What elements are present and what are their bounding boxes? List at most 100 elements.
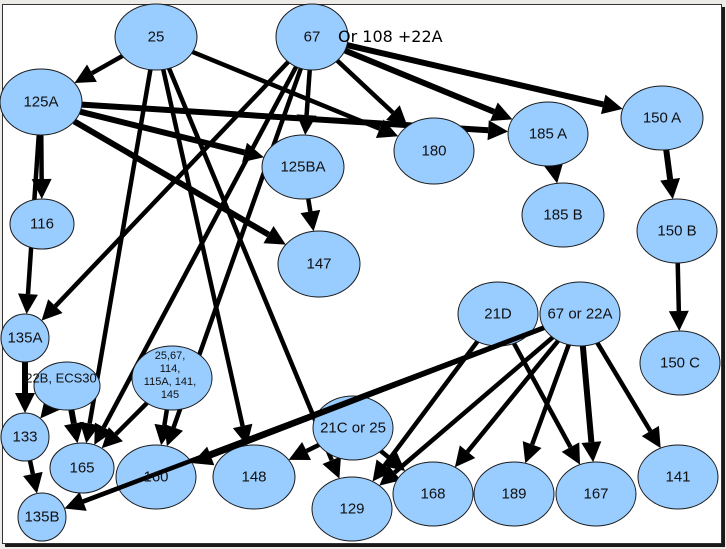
node-129[interactable] xyxy=(311,476,393,542)
edge-line xyxy=(379,449,392,461)
node-185b[interactable] xyxy=(521,182,605,248)
arrowhead-icon xyxy=(668,310,689,332)
node-135b[interactable] xyxy=(17,492,67,542)
edge-line xyxy=(393,335,555,475)
node-label: 25 xyxy=(148,29,165,46)
node-label: 116 xyxy=(30,216,54,233)
node-multi[interactable] xyxy=(131,345,213,411)
node-label: 67 or 22A xyxy=(547,306,612,323)
edge-line xyxy=(79,108,246,156)
node-label: 167 xyxy=(583,486,608,503)
node-25[interactable] xyxy=(114,3,198,71)
edge-line xyxy=(90,54,124,76)
node-167[interactable] xyxy=(555,461,637,527)
node-135a[interactable] xyxy=(0,313,50,363)
arrowhead-icon xyxy=(23,471,43,494)
edge-line xyxy=(161,68,245,427)
node-ellipse xyxy=(521,182,605,248)
edge-line xyxy=(346,42,604,108)
node-label: 185 B xyxy=(543,207,582,224)
node-185a[interactable] xyxy=(507,101,589,167)
node-label: 125A xyxy=(23,94,58,111)
arrowhead-icon xyxy=(561,442,581,465)
edge-67or22A-to-129 xyxy=(379,335,555,486)
node-label: 150 B xyxy=(657,223,696,240)
node-label: 125BA xyxy=(280,159,325,176)
arrowhead-icon xyxy=(386,105,408,127)
node-22b[interactable] xyxy=(33,361,101,411)
node-label: 21C or 25 xyxy=(320,420,386,437)
node-147[interactable] xyxy=(277,230,361,298)
node-ellipse xyxy=(392,461,474,527)
edge-line xyxy=(343,47,496,115)
node-label: 21D xyxy=(484,306,512,323)
node-label-line: 145 xyxy=(161,389,179,401)
node-ellipse xyxy=(637,444,719,510)
node-180[interactable] xyxy=(393,117,475,185)
edge-line xyxy=(465,339,560,454)
node-67or22a[interactable] xyxy=(539,281,621,347)
node-ellipse xyxy=(0,313,50,363)
node-ellipse xyxy=(17,492,67,542)
arrowhead-icon xyxy=(74,64,97,84)
node-150b[interactable] xyxy=(636,198,718,264)
arrowhead-icon xyxy=(379,465,402,486)
edge-Multi-to-165 xyxy=(101,401,149,449)
arrowhead-icon xyxy=(41,299,63,321)
node-label: 180 xyxy=(421,143,446,160)
edge-67-to-180 xyxy=(335,58,408,127)
nodes-layer xyxy=(0,3,721,542)
edge-25-to-180 xyxy=(191,49,399,138)
edge-25-to-129 xyxy=(166,67,341,479)
node-ellipse xyxy=(275,3,349,71)
node-150c[interactable] xyxy=(639,330,721,396)
arrowhead-icon xyxy=(372,459,393,482)
node-label: 189 xyxy=(501,486,526,503)
node-label: 135A xyxy=(7,330,42,347)
arrowhead-icon xyxy=(322,456,341,479)
node-ellipse xyxy=(261,134,345,200)
node-label: 185 A xyxy=(529,126,567,143)
node-ellipse xyxy=(636,198,718,264)
node-ellipse xyxy=(539,281,621,347)
arrowhead-icon xyxy=(522,441,542,464)
edge-line xyxy=(306,198,313,212)
node-label: 141 xyxy=(665,469,690,486)
node-67[interactable] xyxy=(275,3,349,71)
node-116[interactable] xyxy=(9,198,75,250)
node-ellipse xyxy=(312,395,394,461)
edge-21D-to-129 xyxy=(372,340,480,482)
edge-67-to-135A xyxy=(41,60,290,321)
node-ellipse xyxy=(0,68,83,136)
node-141[interactable] xyxy=(637,444,719,510)
edge-line xyxy=(27,460,36,475)
edge-line xyxy=(382,340,480,467)
edge-line xyxy=(579,345,595,443)
edge-line xyxy=(595,341,653,433)
node-ellipse xyxy=(555,461,637,527)
edge-Multi-to-160 xyxy=(154,409,175,446)
arrowhead-icon xyxy=(242,142,264,163)
node-label: 165 xyxy=(69,460,94,477)
node-168[interactable] xyxy=(392,461,474,527)
edge-67or22A-to-168 xyxy=(454,339,560,468)
node-160[interactable] xyxy=(115,444,197,510)
edge-22B-to-165 xyxy=(64,409,84,444)
node-133[interactable] xyxy=(0,412,50,462)
node-21cor25[interactable] xyxy=(312,395,394,461)
node-165[interactable] xyxy=(49,442,115,494)
node-148[interactable] xyxy=(212,444,296,510)
node-189[interactable] xyxy=(473,461,555,527)
node-125ba[interactable] xyxy=(261,134,345,200)
node-150a[interactable] xyxy=(620,85,704,151)
node-label: 147 xyxy=(306,256,331,273)
node-label: 150 A xyxy=(643,110,681,127)
node-125a[interactable] xyxy=(0,68,83,136)
arrowhead-icon xyxy=(300,209,321,232)
edge-25-to-125A xyxy=(74,54,124,84)
edge-line xyxy=(530,343,571,446)
edge-line xyxy=(304,69,312,116)
arrowhead-icon xyxy=(64,421,84,444)
